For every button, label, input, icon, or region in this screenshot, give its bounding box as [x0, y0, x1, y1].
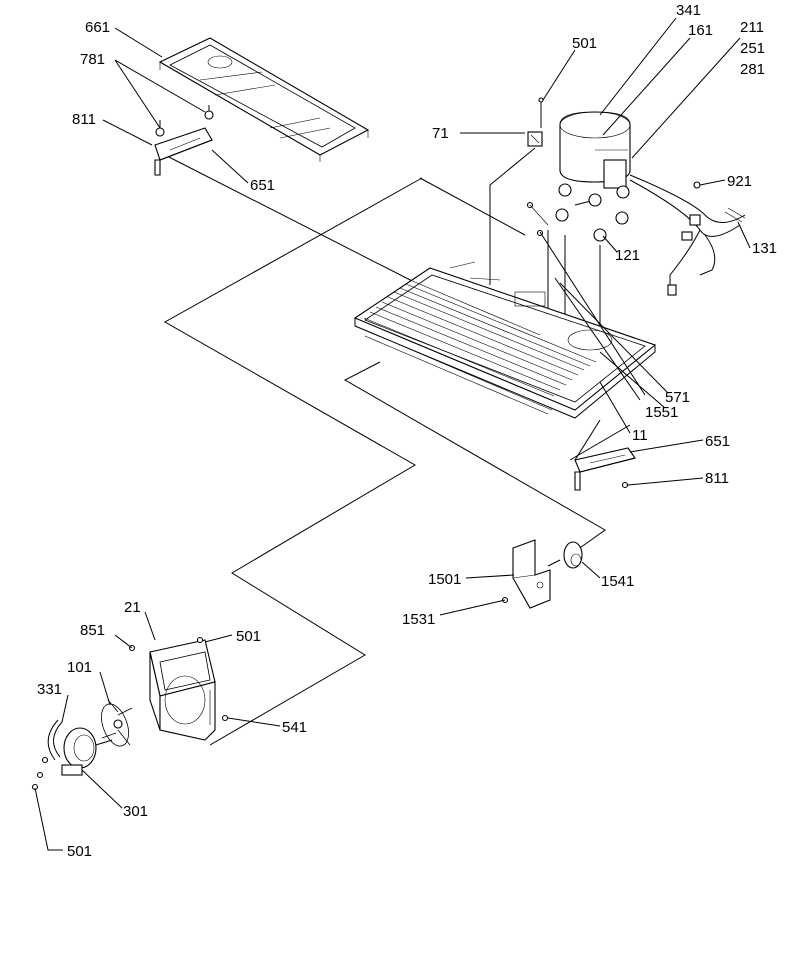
- label-651b: 651: [705, 433, 730, 450]
- label-121: 121: [615, 247, 640, 264]
- part-651-bracket-top: [154, 127, 213, 176]
- label-341: 341: [676, 2, 701, 19]
- label-71: 71: [432, 125, 449, 142]
- label-811b: 811: [705, 470, 729, 487]
- part-1501-bracket: [512, 539, 551, 609]
- part-331-bracket-301-motor: [47, 719, 113, 776]
- label-331: 331: [37, 681, 62, 698]
- label-781: 781: [80, 51, 105, 68]
- label-161: 161: [688, 22, 713, 39]
- label-501: 501: [572, 35, 597, 52]
- part-21-fan-shroud: [149, 639, 216, 741]
- label-211: 211: [740, 19, 764, 36]
- leader-lines: [34, 17, 751, 851]
- label-921: 921: [727, 173, 752, 190]
- label-11: 11: [632, 427, 648, 444]
- condenser-coil: [363, 279, 597, 415]
- label-21: 21: [124, 599, 141, 616]
- part-651-bracket-right: [574, 447, 636, 491]
- label-1501: 1501: [428, 571, 461, 588]
- label-281: 281: [740, 61, 765, 78]
- part-101-fan-blade: [101, 699, 133, 747]
- label-651: 651: [250, 177, 275, 194]
- part-131-wire-harness: [629, 174, 746, 296]
- label-1541: 1541: [601, 573, 634, 590]
- label-101: 101: [67, 659, 92, 676]
- screws-misc: [31, 481, 629, 791]
- part-1541-motor: [547, 541, 583, 569]
- label-501b: 501: [236, 628, 261, 645]
- label-301: 301: [123, 803, 148, 820]
- part-labels: 661 781 811 651 501 341 161 211 251 281 …: [37, 2, 777, 860]
- screws-1551-571: [526, 201, 646, 401]
- part-11-base-pan: [353, 261, 657, 419]
- label-1531: 1531: [402, 611, 435, 628]
- label-661: 661: [85, 19, 110, 36]
- label-131: 131: [752, 240, 777, 257]
- label-1551: 1551: [645, 404, 678, 421]
- part-71-bracket: [527, 97, 544, 147]
- label-571: 571: [665, 389, 690, 406]
- label-501c: 501: [67, 843, 92, 860]
- label-541: 541: [282, 719, 307, 736]
- part-341-compressor: [555, 111, 631, 242]
- label-811: 811: [72, 111, 96, 128]
- label-251: 251: [740, 40, 765, 57]
- assembly-guide-lines: [163, 147, 631, 746]
- part-661-duct-tray: [158, 37, 370, 162]
- label-851: 851: [80, 622, 105, 639]
